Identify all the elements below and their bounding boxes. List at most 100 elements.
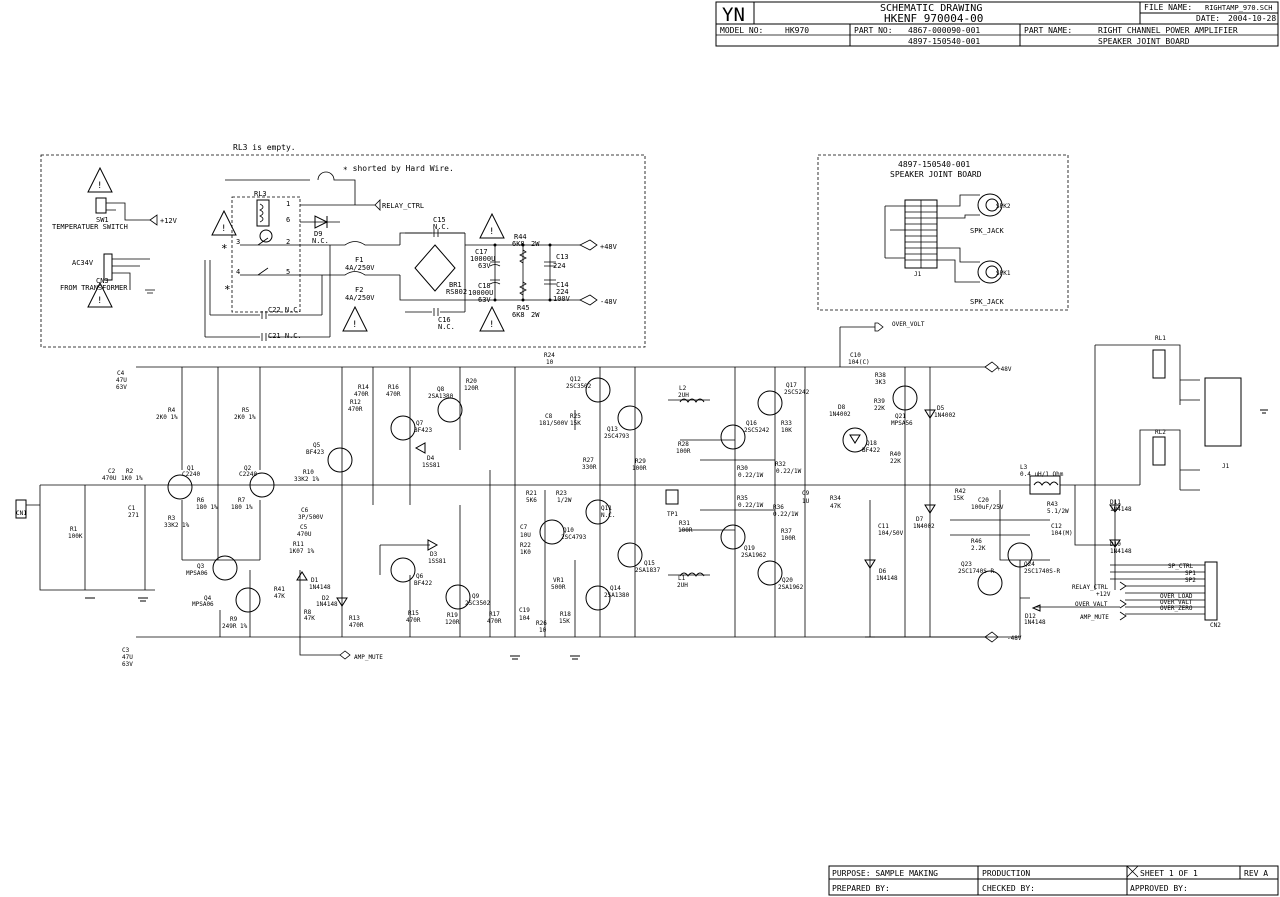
amp-label-95: 1/2W xyxy=(557,497,572,504)
amp-label-66: R20 xyxy=(466,378,477,385)
amp-label-85: 2SC3502 xyxy=(566,383,592,390)
part-name-1: RIGHT CHANNEL POWER AMPLIFIER xyxy=(1098,26,1238,35)
drawing-number: HKENF 970004-00 xyxy=(884,12,983,25)
amp-label-18: 100K xyxy=(68,533,83,540)
amp-label-146: 100R xyxy=(781,535,796,542)
company-logo: YN xyxy=(722,4,745,26)
amp-label-50: R11 xyxy=(293,541,304,548)
amp-label-16: 271 xyxy=(128,512,139,519)
amp-label-25: CN1 xyxy=(16,510,27,517)
amp-label-31: 249R 1% xyxy=(222,623,248,630)
svg-text:!: ! xyxy=(97,181,102,191)
amp-label-188: R43 xyxy=(1047,501,1058,508)
amp-label-6: 2K0 1% xyxy=(234,414,256,421)
amp-label-93: 5K6 xyxy=(526,497,537,504)
r44-label: R44 xyxy=(514,233,527,241)
svg-text:3: 3 xyxy=(236,238,240,246)
amp-label-94: R23 xyxy=(556,490,567,497)
amp-label-118: Q14 xyxy=(610,585,621,592)
part-no-2: 4897-150540-001 xyxy=(908,37,980,46)
amp-label-59: 470R xyxy=(349,622,364,629)
amp-label-127: 2SC5242 xyxy=(784,389,810,396)
f2-value: 4A/250V xyxy=(345,294,375,302)
amp-label-74: R15 xyxy=(408,610,419,617)
amp-label-180: R46 xyxy=(971,538,982,545)
amp-label-140: 100R xyxy=(678,527,693,534)
r44-watt: 2W xyxy=(531,240,540,248)
amp-label-97: 2SC4793 xyxy=(561,534,587,541)
warning-triangle-3: ! xyxy=(211,209,237,236)
amp-label-208: OVER_VALT xyxy=(1160,599,1193,606)
c14-value-1: 224 xyxy=(556,288,569,296)
amp-label-211: AMP_MUTE xyxy=(1080,614,1109,621)
amp-label-137: 0.22/1W xyxy=(773,511,799,518)
amp-label-21: R6 xyxy=(197,497,205,504)
amp-label-103: 1K0 xyxy=(520,549,531,556)
amp-label-115: 100R xyxy=(632,465,647,472)
amp-label-65: 2SA1380 xyxy=(428,393,454,400)
amp-label-153: Q18 xyxy=(866,440,877,447)
warning-triangle-6: ! xyxy=(479,305,505,332)
amp-label-1: 47U xyxy=(116,377,127,384)
spk1-jack-label: SPK_JACK xyxy=(970,298,1005,306)
footer-prepared: PREPARED BY: xyxy=(832,884,890,893)
amp-label-204: SP2 xyxy=(1185,577,1196,584)
amp-label-173: 1N4002 xyxy=(913,523,935,530)
amp-label-14: 1K0 1% xyxy=(121,475,143,482)
transistors xyxy=(167,377,1033,613)
amp-label-72: Q6 xyxy=(416,573,424,580)
amp-label-177: 15K xyxy=(953,495,964,502)
amp-label-195: 1N4148 xyxy=(1110,548,1132,555)
amp-label-26: Q3 xyxy=(197,563,205,570)
amp-label-163: 22K xyxy=(874,405,885,412)
amp-label-69: 1SS81 xyxy=(422,462,440,469)
amp-label-117: 2SA1837 xyxy=(635,567,661,574)
amp-label-3: R4 xyxy=(168,407,176,414)
amp-label-121: 2UH xyxy=(678,392,689,399)
amp-label-112: Q13 xyxy=(607,426,618,433)
part-name-2: SPEAKER JOINT BOARD xyxy=(1098,37,1190,46)
svg-text:∗: ∗ xyxy=(221,240,228,253)
amp-label-128: R33 xyxy=(781,420,792,427)
amp-label-203: SP1 xyxy=(1185,570,1196,577)
amp-label-207: OVER_LOAD xyxy=(1160,593,1193,600)
amp-label-55: 470R xyxy=(354,391,369,398)
amp-label-17: R1 xyxy=(70,526,78,533)
c16-label: C16 xyxy=(438,316,451,324)
amp-label-100: C7 xyxy=(520,524,528,531)
amp-label-54: R14 xyxy=(358,384,369,391)
amp-label-9: Q2 xyxy=(244,465,252,472)
c21-label: C21 N.C. xyxy=(268,332,302,340)
amp-label-142: 2UH xyxy=(677,582,688,589)
amp-label-190: C12 xyxy=(1051,523,1062,530)
amp-label-75: 470R xyxy=(406,617,421,624)
amp-label-23: R7 xyxy=(238,497,246,504)
amp-label-166: D5 xyxy=(937,405,945,412)
amp-label-82: R24 xyxy=(544,352,555,359)
amp-label-135: 0.22/1W xyxy=(776,468,802,475)
warning-triangle-4: ! xyxy=(342,305,368,332)
amp-label-158: D8 xyxy=(838,404,846,411)
ac34v-label: AC34V xyxy=(72,259,94,267)
c14-value-2: 100V xyxy=(553,295,571,303)
amp-label-40: AMP_MUTE xyxy=(354,654,383,661)
amp-label-172: D7 xyxy=(916,516,924,523)
amp-label-45: 33K2 1% xyxy=(294,476,320,483)
d9-value: N.C. xyxy=(312,237,329,245)
amp-label-159: 1N4002 xyxy=(829,411,851,418)
warning-triangle-2: ! xyxy=(87,281,113,308)
amp-label-81: 470R xyxy=(487,618,502,625)
amp-label-186: L3 xyxy=(1020,464,1028,471)
amp-label-192: D11 xyxy=(1110,499,1121,506)
net-flags xyxy=(339,322,1127,660)
c18-label: C18 xyxy=(478,282,491,290)
amp-label-90: R27 xyxy=(583,457,594,464)
amp-label-80: R17 xyxy=(489,611,500,618)
spk2-jack-label: SPK_JACK xyxy=(970,227,1005,235)
svg-text:4: 4 xyxy=(236,268,240,276)
amp-label-136: R36 xyxy=(773,504,784,511)
c16-value: N.C. xyxy=(438,323,455,331)
d9-label: D9 xyxy=(314,230,322,238)
amp-label-209: OVER_ZERO xyxy=(1160,605,1193,612)
amp-label-4: 2K0 1% xyxy=(156,414,178,421)
